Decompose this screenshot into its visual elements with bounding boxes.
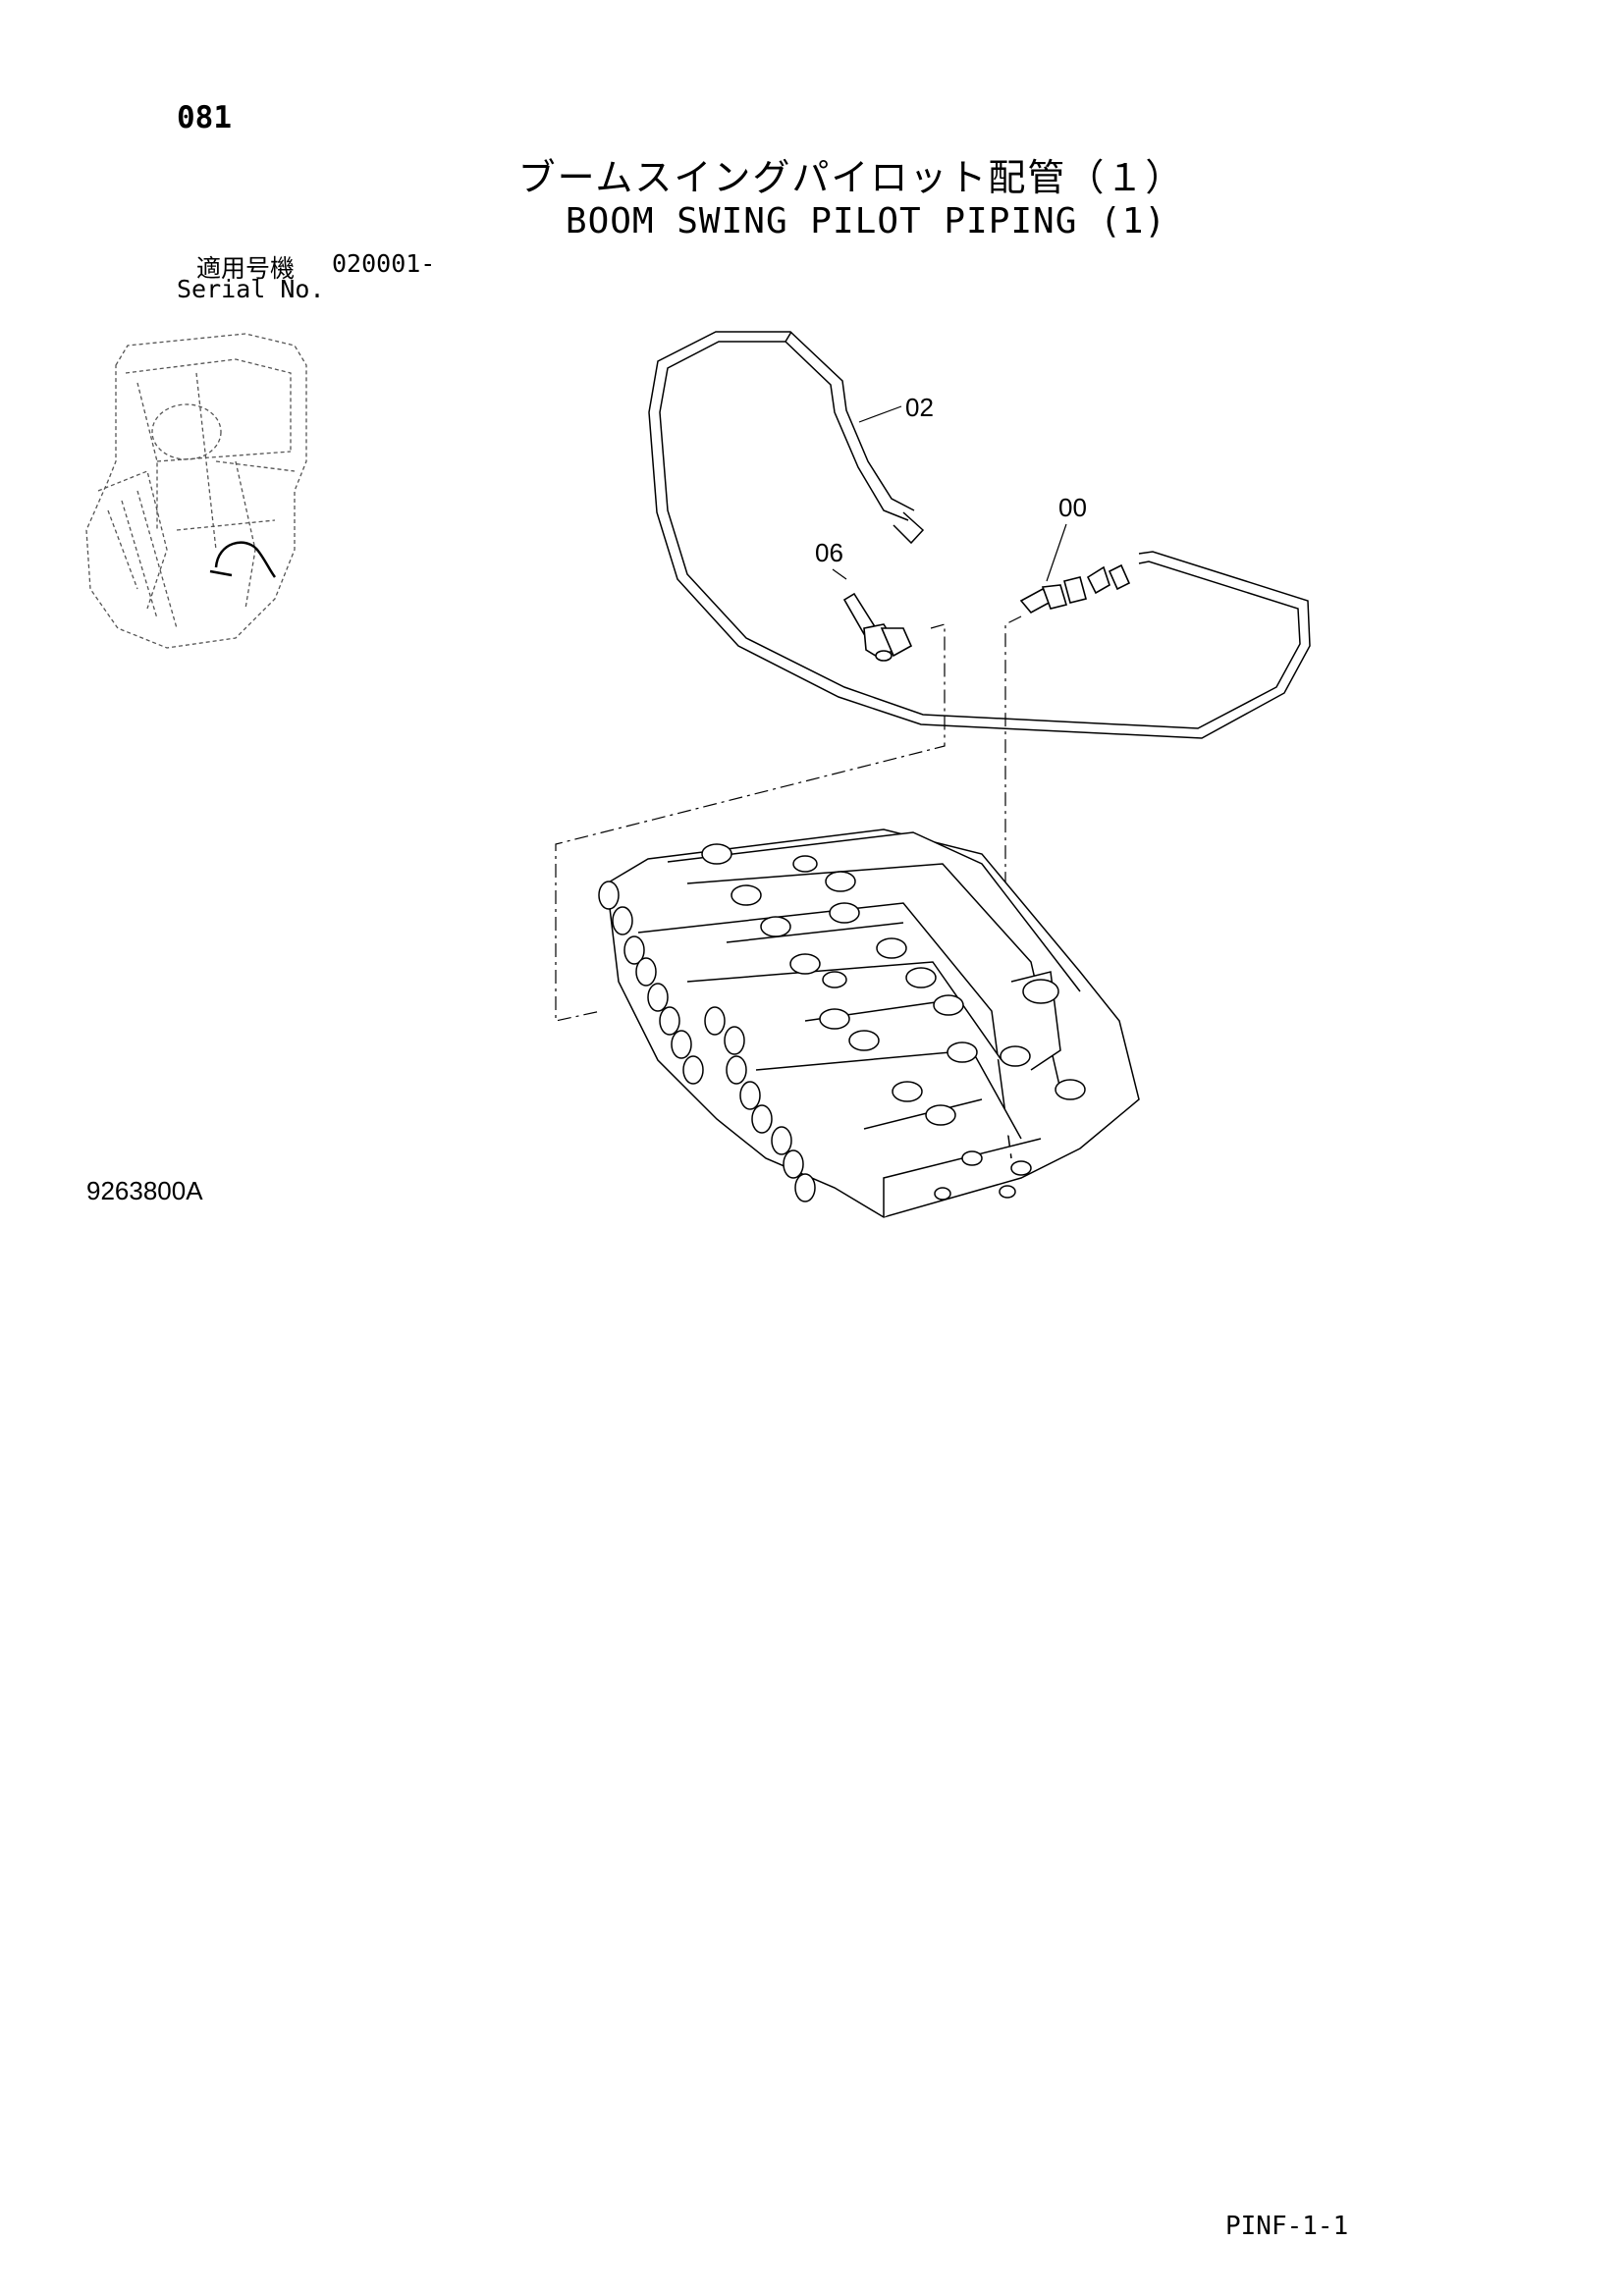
valve-spool-ends [598,881,816,1202]
page-number: 081 [177,100,232,135]
title-english: BOOM SWING PILOT PIPING (1) [565,201,1167,241]
leader-lines [832,405,1067,582]
drawing-id: 9263800A [86,1176,203,1205]
serial-number-value: 020001- [332,249,436,278]
callout-elbow-06: 06 [815,538,843,567]
elbow-fitting-06 [842,592,913,662]
locator-machine-thumbnail [85,333,307,649]
valve-ports [701,843,1086,1201]
locator-highlight [209,541,277,578]
callout-adapter-00: 00 [1058,493,1087,522]
callout-hose-02: 02 [905,393,934,422]
assembly-guide-lines [555,615,1022,1022]
sheet-code: PINF-1-1 [1225,2212,1349,2241]
serial-label-japanese: 適用号機 [196,254,296,283]
control-valve-block [606,828,1140,1218]
pilot-hose-02 [648,331,1311,739]
title-japanese: ブームスイングパイロット配管（１） [517,156,1185,199]
serial-label-english: Serial No. [177,275,325,303]
adapter-fitting-00 [1019,563,1131,614]
